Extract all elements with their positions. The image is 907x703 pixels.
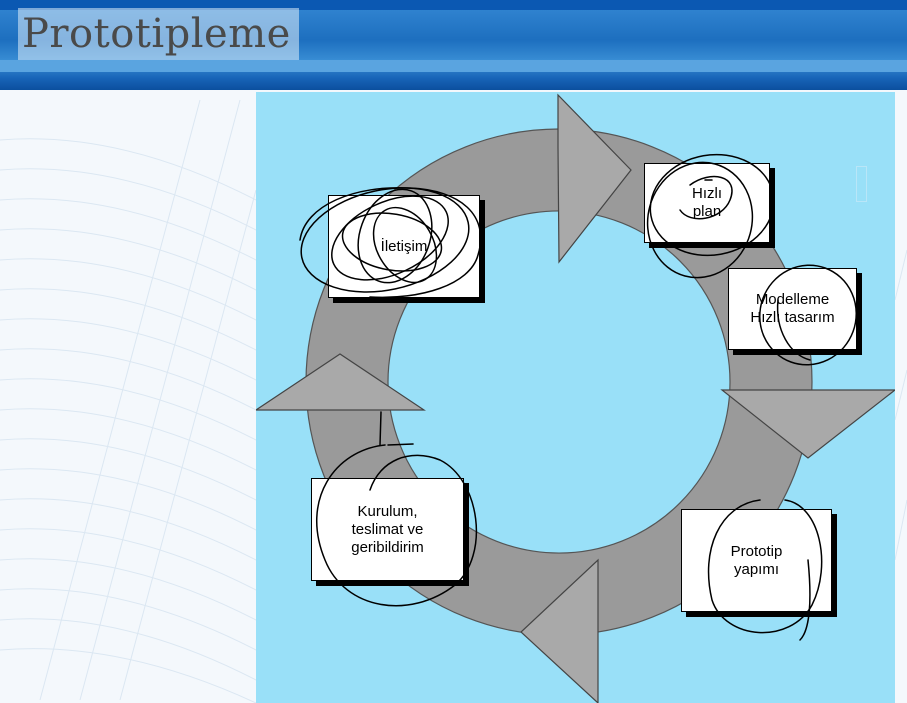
step-label-kurulum: Kurulum, teslimat ve geribildirim bbox=[351, 502, 424, 556]
arrow-right bbox=[720, 389, 895, 459]
step-label-modelleme: Modelleme Hızlı tasarım bbox=[750, 291, 835, 326]
placeholder-mark bbox=[856, 166, 867, 202]
step-box-modelleme: Modelleme Hızlı tasarım bbox=[728, 268, 857, 350]
step-box-prototip: Prototip yapımı bbox=[681, 509, 832, 612]
header-band bbox=[0, 60, 907, 72]
slide-title: Prototipleme bbox=[18, 8, 299, 60]
step-label-hizli-plan: Hızlı plan bbox=[692, 185, 722, 220]
step-box-hizli-plan: Hızlı plan bbox=[644, 163, 770, 243]
step-box-iletisim: İletişim bbox=[328, 195, 480, 298]
step-label-iletisim: İletişim bbox=[380, 237, 428, 255]
arrow-left bbox=[256, 353, 426, 411]
arrow-top bbox=[557, 93, 632, 264]
step-box-kurulum: Kurulum, teslimat ve geribildirim bbox=[311, 478, 464, 581]
step-label-prototip: Prototip yapımı bbox=[730, 542, 783, 578]
arrow-bottom bbox=[520, 558, 599, 703]
